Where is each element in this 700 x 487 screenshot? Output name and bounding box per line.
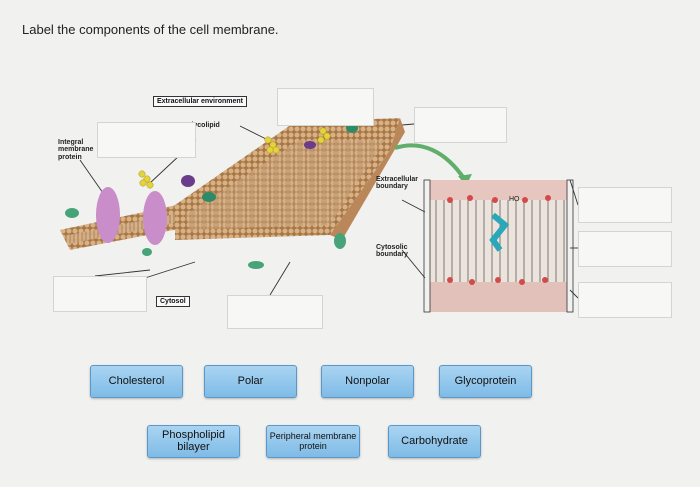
drop-target-2[interactable]	[97, 122, 196, 158]
label-cytosol: Cytosol	[156, 296, 190, 307]
drop-target-6[interactable]	[578, 187, 672, 223]
drop-target-8[interactable]	[578, 282, 672, 318]
chip-phospholipid-bilayer[interactable]: Phospholipid bilayer	[147, 425, 240, 458]
chip-cholesterol[interactable]: Cholesterol	[90, 365, 183, 398]
drop-target-4[interactable]	[53, 276, 147, 312]
label-ho: HO	[509, 196, 520, 203]
drop-target-3[interactable]	[414, 107, 507, 143]
label-integral-membrane-protein: Integral membrane protein	[58, 139, 94, 161]
label-extracellular-environment: Extracellular environment	[153, 96, 247, 107]
drop-target-5[interactable]	[227, 295, 323, 329]
chip-nonpolar[interactable]: Nonpolar	[321, 365, 414, 398]
drop-target-1[interactable]	[277, 88, 374, 126]
chip-glycoprotein[interactable]: Glycoprotein	[439, 365, 532, 398]
label-extracellular-boundary: Extracellular boundary	[376, 176, 419, 191]
chip-carbohydrate[interactable]: Carbohydrate	[388, 425, 481, 458]
drop-target-7[interactable]	[578, 231, 672, 267]
question-prompt: Label the components of the cell membran…	[22, 22, 279, 37]
label-glycolipid: Glycolipid	[186, 122, 220, 129]
chip-peripheral-membrane-protein[interactable]: Peripheral membrane protein	[266, 425, 360, 458]
label-cytosolic-boundary: Cytosolic boundary	[376, 244, 408, 259]
chip-polar[interactable]: Polar	[204, 365, 297, 398]
